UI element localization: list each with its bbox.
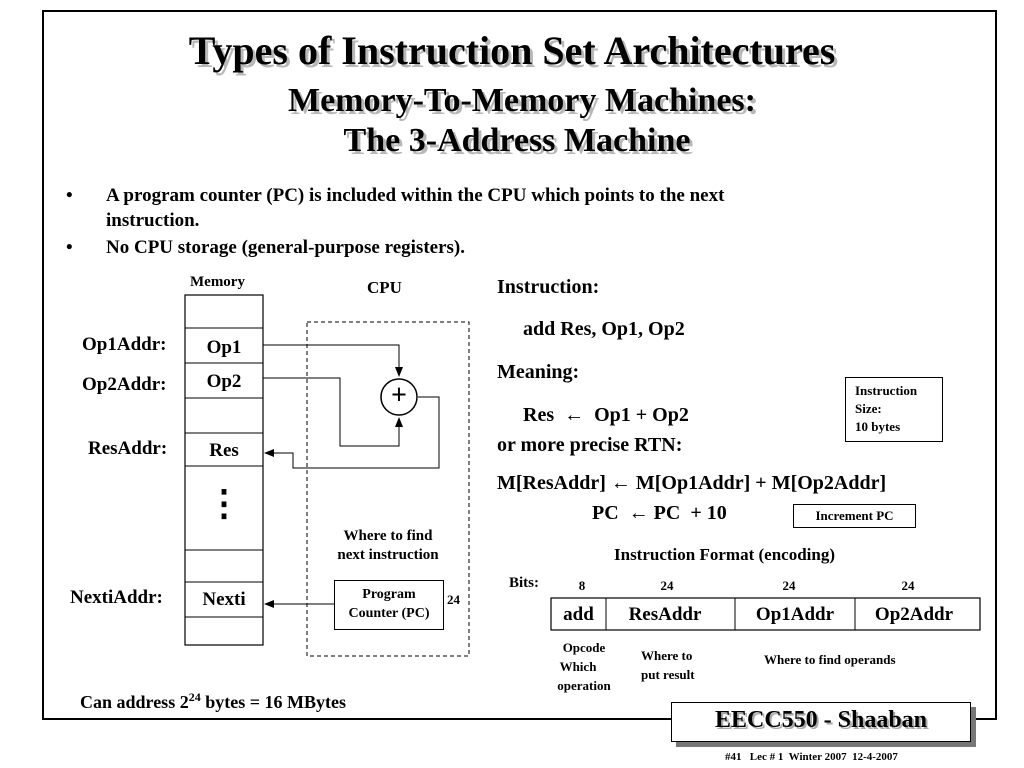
opcode-desc-3: operation [557,678,611,693]
pc-bits: 24 [447,592,460,607]
op1-addr-label: Op1Addr: [82,334,167,355]
memory-cell-dividers [185,327,263,618]
memory-cell-op1: Op1 [206,337,242,358]
format-bar [550,597,981,631]
result-desc-1: Where to [641,648,693,663]
field-res-addr: ResAddr [628,604,702,625]
bullet-1-line-2: instruction. [106,210,200,231]
bullet-marker: • [66,185,73,206]
bits-label: Bits: [509,575,539,591]
instruction-heading: Instruction: [497,276,600,298]
bullet-marker: • [66,237,73,258]
cpu-label: CPU [367,278,402,297]
where-next-line-2: next instruction [337,547,439,563]
slide-subtitle-2: The 3-Address Machine [343,122,691,159]
memory-cell-op2: Op2 [206,371,242,392]
result-desc-2: put result [641,667,695,682]
field-op2-addr: Op2Addr [874,604,954,625]
instruction-code: add Res, Op1, Op2 [523,318,685,340]
course-title: EECC550 - Shaaban [714,707,928,733]
increment-pc-box [793,504,916,528]
memory-cell-res: Res [209,440,239,461]
field-op1-addr: Op1Addr [755,604,835,625]
bits-op1: 24 [782,578,796,593]
cpu-box [306,321,470,657]
adder-plus-icon: + [391,380,407,411]
memory-ellipsis: ⋮ [206,483,242,523]
pc-line-1: Program [362,587,416,602]
increment-pc-label: Increment PC [815,508,894,523]
instruction-size-box [845,377,943,442]
slide-title: Types of Instruction Set Architectures [188,28,836,73]
slide-frame [42,10,997,720]
format-heading: Instruction Format (encoding) [614,545,835,564]
op2-addr-label: Op2Addr: [82,374,167,395]
address-capacity: Can address 224 bytes = 16 MBytes [80,690,346,712]
slide-subtitle: Memory-To-Memory Machines: [288,82,756,119]
memory-cell-nexti: Nexti [202,589,246,610]
opcode-desc-2: Which [559,659,597,674]
rtn-line-1: M[ResAddr] ← M[Op1Addr] + M[Op2Addr] [497,472,887,494]
size-line-1: Instruction [855,383,918,398]
rtn-heading: or more precise RTN: [497,434,683,456]
where-next-line-1: Where to find [343,528,433,544]
meaning-heading: Meaning: [497,361,580,383]
memory-column [184,294,264,646]
memory-label: Memory [190,274,245,290]
size-line-2: Size: [855,401,882,416]
op2-arrow [263,377,403,447]
lecture-info: #41 Lec # 1 Winter 2007 12-4-2007 [725,751,898,763]
bullet-1-line-1: A program counter (PC) is included withi… [106,185,725,206]
op1-arrow [263,344,403,377]
result-arrow [264,396,440,469]
nexti-addr-label: NextiAddr: [70,587,163,608]
res-addr-label: ResAddr: [88,438,168,459]
course-badge [671,702,971,742]
field-opcode: add [563,604,594,625]
bits-op2: 24 [901,578,915,593]
bullet-2: No CPU storage (general-purpose register… [106,237,465,258]
adder-circle [380,378,418,416]
operands-desc: Where to find operands [764,652,896,667]
bits-opcode: 8 [578,578,586,593]
program-counter-box [334,580,444,630]
size-line-3: 10 bytes [855,419,901,434]
pc-line-2: Counter (PC) [348,606,430,621]
bits-res: 24 [660,578,674,593]
rtn-line-2: PC ← PC + 10 [592,502,727,524]
meaning-text: Res ← Op1 + Op2 [523,404,689,426]
opcode-desc-1: Opcode [562,640,606,655]
